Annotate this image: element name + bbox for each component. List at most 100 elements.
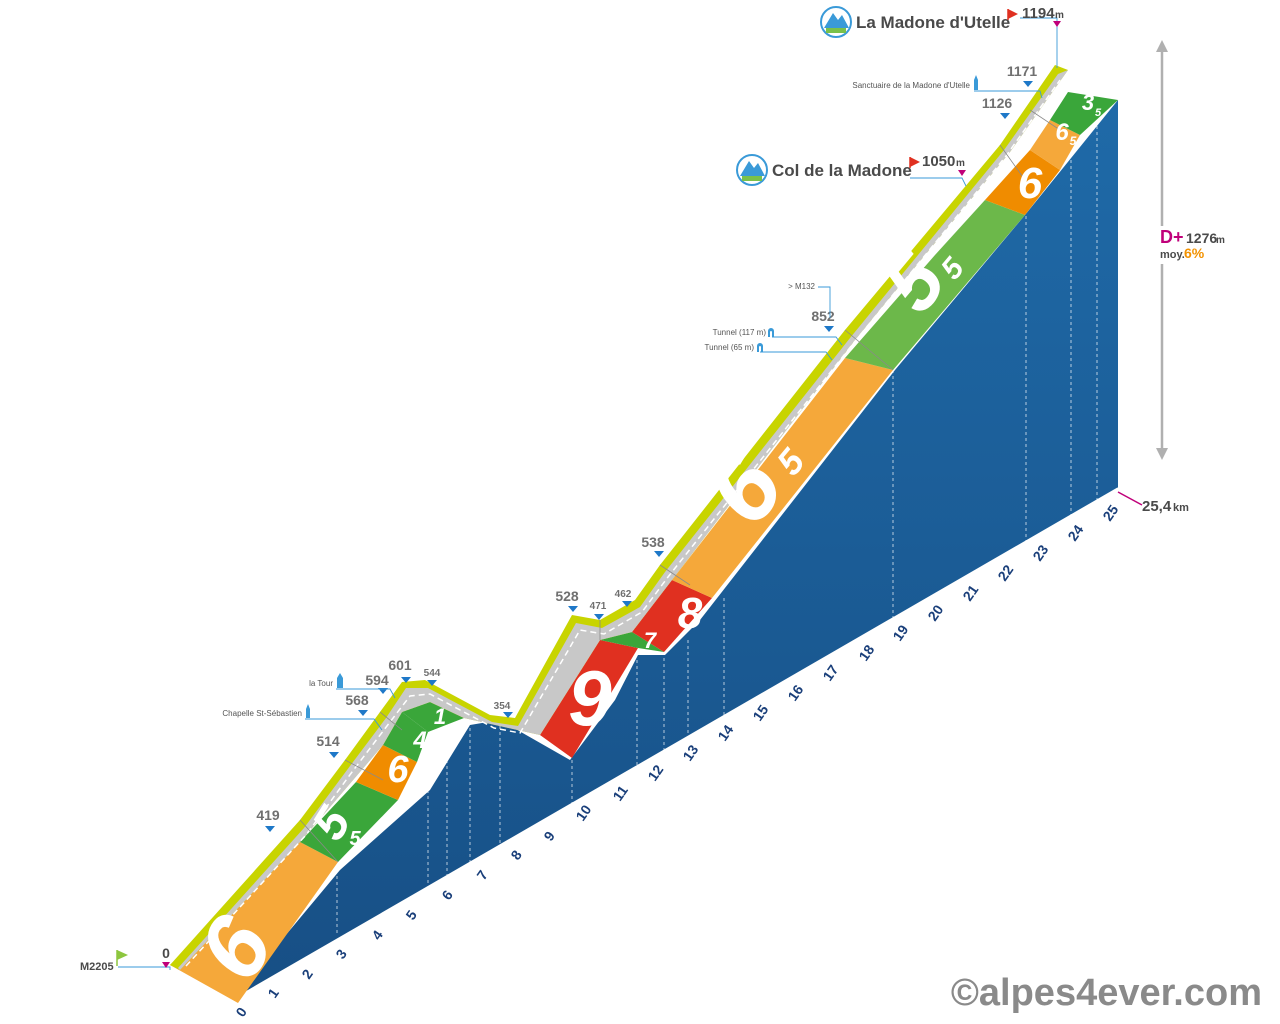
alt-label: 601 <box>388 657 412 673</box>
distance-unit: km <box>1173 502 1189 514</box>
band-seg-14 <box>1050 92 1118 135</box>
road-km-ticks <box>299 109 1061 863</box>
alt-marker-icon <box>401 677 411 683</box>
stats-box: D+ 1276 m moy. 6% <box>1160 227 1225 261</box>
grad-label-3-5: 3 <box>1082 90 1094 115</box>
marker-icon <box>958 170 966 176</box>
summit-utelle: La Madone d'Utelle 1194 m <box>820 5 1064 38</box>
elevation-wall <box>232 100 1118 1000</box>
km-tick: 5 <box>402 907 420 923</box>
alt-marker-icon <box>329 752 339 758</box>
vertical-gain-arrow <box>1156 40 1226 460</box>
alt-label: 594 <box>365 672 389 688</box>
alt-marker-icon <box>265 826 275 832</box>
flag-icon <box>910 157 920 167</box>
gain-prefix: D+ <box>1160 227 1184 247</box>
km-tick: 24 <box>1064 522 1086 544</box>
marker-icon <box>1053 21 1061 27</box>
alt-marker-icon <box>427 680 437 686</box>
summit-name: La Madone d'Utelle <box>856 13 1010 32</box>
grad-label-6: 6 <box>1018 159 1043 208</box>
grad-label-8: 8 <box>678 589 703 638</box>
alt-marker-icon <box>378 688 388 694</box>
grad-label-3-5-sub: 5 <box>1095 107 1102 119</box>
poi-chapelle: Chapelle St-Sébastien <box>222 709 302 718</box>
band-seg-3 <box>356 745 417 800</box>
flag-icon <box>117 950 128 960</box>
distance-value: 25,4 <box>1142 498 1172 515</box>
alt-label: 528 <box>555 588 579 604</box>
alt-label: 354 <box>494 701 511 712</box>
km-tick: 16 <box>784 682 806 704</box>
km-tick: 15 <box>749 702 771 724</box>
km-tick: 23 <box>1029 542 1051 564</box>
alt-label: 538 <box>641 534 665 550</box>
alt-marker-icon <box>594 614 604 620</box>
km-tick: 18 <box>855 642 877 664</box>
alt-marker-icon <box>824 326 834 332</box>
alt-marker-icon <box>358 710 368 716</box>
alt-label: 471 <box>590 601 607 612</box>
grad-label-4: 4 <box>412 727 426 754</box>
start-road: M2205 <box>80 961 114 973</box>
grad-label-9: 9 <box>568 654 612 742</box>
summit-altitude: 1194 <box>1022 5 1055 22</box>
alt-marker-icon <box>568 606 578 612</box>
alt-label: 1126 <box>982 95 1013 111</box>
copyright-watermark: ©alpes4ever.com <box>951 972 1262 1014</box>
gain-value: 1276 <box>1186 230 1217 246</box>
summit-altitude: 1050 <box>922 153 955 170</box>
km-tick: 1 <box>264 985 282 1001</box>
alt-label: 462 <box>615 589 632 600</box>
band-seg-7 <box>540 640 638 758</box>
band-seg-12 <box>985 150 1060 215</box>
church-icon <box>974 75 978 90</box>
distance-total: 25,4 km <box>1117 491 1189 515</box>
grad-label-6-5b-sub: 5 <box>1070 134 1077 148</box>
alt-marker-icon <box>622 601 632 607</box>
church-icon <box>306 704 310 718</box>
summit-unit: m <box>956 158 965 169</box>
poi-sanctuaire: Sanctuaire de la Madone d'Utelle <box>852 81 970 90</box>
poi-tunnel-65: Tunnel (65 m) <box>705 343 755 352</box>
church-icon <box>337 673 343 688</box>
band-seg-9 <box>632 580 712 652</box>
tunnel-icon <box>768 328 774 337</box>
altitude-marks: 419 514 568 594 601 544 354 528 471 462 … <box>256 63 1037 832</box>
band-seg-8 <box>600 632 664 652</box>
alt-label: 514 <box>316 733 340 749</box>
km-tick: 8 <box>507 847 525 863</box>
summit-col-madone: Col de la Madone 1050 m <box>736 153 966 186</box>
start-altitude: 0 <box>162 945 170 961</box>
km-tick: 11 <box>609 782 631 803</box>
km-tick: 7 <box>473 867 491 883</box>
flag-icon <box>1008 9 1018 19</box>
summit-name: Col de la Madone <box>772 161 912 180</box>
gain-unit: m <box>1216 235 1225 246</box>
alt-marker-icon <box>503 712 513 718</box>
km-tick: 20 <box>924 602 946 624</box>
band-seg-10 <box>672 358 893 598</box>
alt-label: 544 <box>424 668 441 679</box>
poi-leaders <box>118 17 1058 970</box>
km-tick: 14 <box>714 722 736 744</box>
tunnel-icon <box>757 343 763 352</box>
km-tick: 4 <box>368 927 386 943</box>
summit-unit: m <box>1055 10 1064 21</box>
km-tick: 21 <box>959 582 981 604</box>
poi-labels: la Tour Chapelle St-Sébastien Tunnel (11… <box>222 81 970 718</box>
km-tick: 12 <box>644 762 666 784</box>
km-tick: 2 <box>298 966 316 982</box>
grad-label-2-sub: 5 <box>349 828 361 850</box>
km-tick: 13 <box>679 742 701 764</box>
poi-icons <box>306 75 978 718</box>
grad-label-4-sub: 5 <box>427 741 434 755</box>
alt-label: 568 <box>345 692 369 708</box>
avg-prefix: moy. <box>1160 249 1185 261</box>
km-tick: 0 <box>232 1004 250 1020</box>
band-seg-2 <box>300 782 398 862</box>
band-seg-4 <box>383 712 428 762</box>
km-tick: 3 <box>332 946 350 962</box>
band-seg-13 <box>1030 120 1080 170</box>
